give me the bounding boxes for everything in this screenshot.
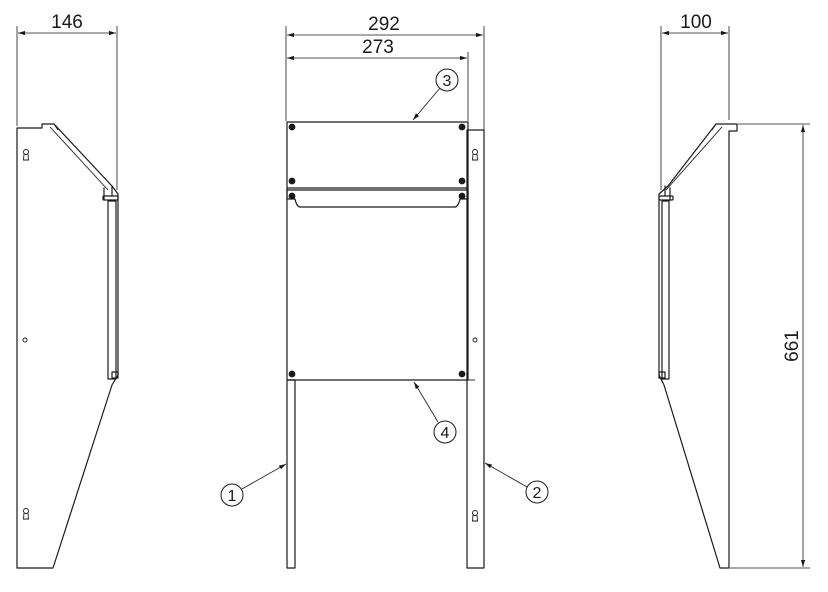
height-dimension: 661	[782, 330, 803, 362]
right-view-hood-lip	[711, 123, 717, 131]
screw-icon	[458, 192, 466, 200]
right-view-hood-line	[665, 126, 723, 191]
screw-icon	[288, 123, 296, 131]
front-view: 292 273	[220, 14, 549, 569]
screw-icon	[288, 370, 296, 378]
callout-4-circle	[433, 420, 457, 444]
callout-4-leader	[413, 381, 439, 423]
left-view-width-dimension: 146	[51, 12, 83, 33]
right-view-hinge-plate	[658, 195, 674, 201]
screw-icon	[458, 177, 466, 185]
callout-3-circle	[435, 68, 459, 92]
keyhole-slot-icon	[472, 510, 478, 522]
left-view-hood-line	[49, 126, 109, 191]
left-view-outline	[16, 123, 119, 569]
callout-3-leader	[412, 87, 441, 121]
right-view-bottom-clip	[658, 371, 666, 379]
keyhole-slot-icon	[23, 508, 29, 520]
callout-4-label: 4	[441, 425, 450, 442]
screw-icon	[288, 192, 296, 200]
front-upper-panel	[286, 121, 469, 189]
left-view-bottom-clip	[111, 371, 119, 379]
front-main-panel	[286, 189, 469, 381]
keyhole-slot-icon	[472, 149, 478, 161]
screw-icon	[288, 177, 296, 185]
callout-1-leader	[241, 463, 287, 490]
left-side-view: 146	[16, 12, 119, 569]
front-left-leg	[286, 379, 296, 569]
callout-2-leader	[484, 462, 528, 488]
front-inner-width-dimension: 273	[362, 37, 394, 58]
left-view-hood-lip	[53, 123, 59, 131]
right-view-outline	[658, 123, 738, 569]
left-view-hinge	[103, 185, 113, 201]
right-view-hinge	[664, 185, 671, 201]
front-outer-width-dimension: 292	[368, 14, 400, 35]
left-view-door-panel	[107, 200, 117, 380]
left-view-mounting-hole	[22, 337, 28, 343]
front-middle-bracket	[286, 187, 469, 208]
front-rail-mounting-hole	[472, 337, 478, 343]
callout-1-circle	[220, 483, 244, 507]
callout-3-label: 3	[443, 73, 452, 90]
right-view-door-panel	[661, 200, 670, 380]
keyhole-slot-icon	[23, 149, 29, 161]
screw-icon	[458, 370, 466, 378]
callout-1-label: 1	[228, 488, 237, 505]
left-view-hinge-plate	[102, 195, 119, 201]
callout-2-label: 2	[533, 485, 542, 502]
screw-icon	[458, 123, 466, 131]
right-view-width-dimension: 100	[680, 12, 712, 33]
front-right-rail	[466, 129, 485, 569]
callout-2-circle	[525, 480, 549, 504]
right-side-view: 100 661	[658, 12, 810, 569]
